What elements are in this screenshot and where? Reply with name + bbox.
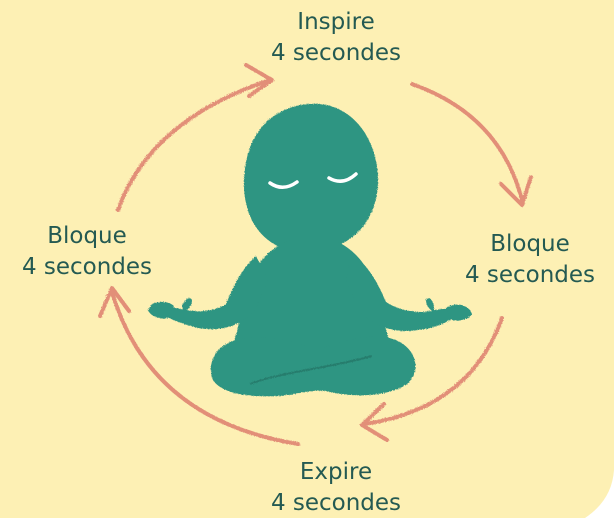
step-action: Bloque [2,221,172,252]
step-action: Expire [236,457,436,488]
left-thumb [182,298,192,312]
step-duration: 4 secondes [450,260,610,291]
step-inspire-label: Inspire 4 secondes [236,7,436,69]
step-hold-after-exhale-label: Bloque 4 secondes [2,221,172,283]
step-action: Inspire [236,7,436,38]
right-thumb [426,298,434,312]
meditating-person [148,104,472,397]
step-action: Bloque [450,229,610,260]
arrow-top-to-right [412,84,522,200]
step-hold-after-inhale-label: Bloque 4 secondes [450,229,610,291]
step-expire-label: Expire 4 secondes [236,457,436,518]
step-duration: 4 secondes [236,38,436,69]
step-duration: 4 secondes [2,252,172,283]
step-duration: 4 secondes [236,488,436,518]
head [244,104,378,252]
arrow-left-to-top-head [246,65,272,96]
